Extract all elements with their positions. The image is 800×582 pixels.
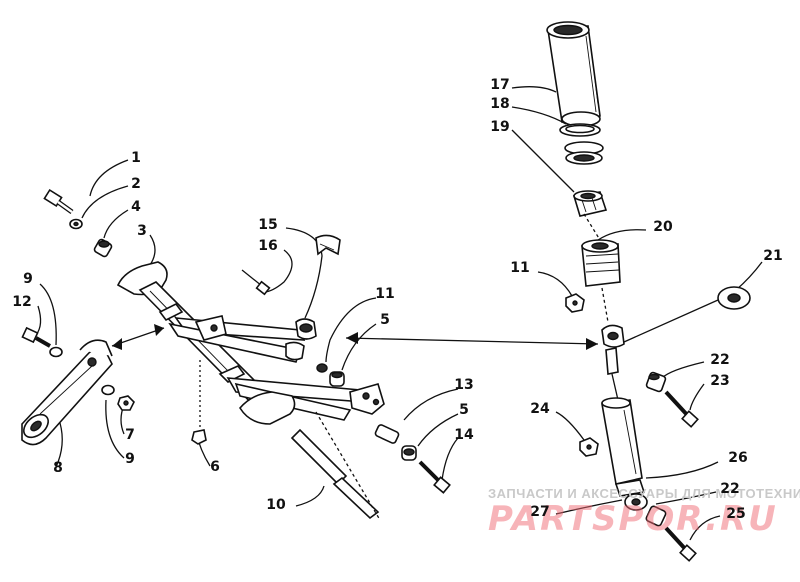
callout-part-16: 16 [258,238,277,254]
bushing-part-4 [93,238,113,258]
washer-part-21 [717,286,751,310]
nut-part-7 [117,395,135,411]
nut-part-11 [316,363,328,373]
watermark-brand: PARTSPOR.RU [488,499,778,539]
a-arm-frame-part-3 [116,261,385,425]
spacer-part-22 [645,371,667,393]
shock-absorber-assembly [546,21,751,562]
dust-boot-part-17 [546,21,601,127]
washer-part-9 [49,346,63,358]
callout-part-13: 13 [454,377,473,393]
part-callouts: 1243912897615161151351410171819201121222… [12,77,782,522]
callout-part-22: 22 [720,481,739,497]
callout-part-22: 22 [710,352,729,368]
bolt-part-23 [664,390,699,428]
callout-part-26: 26 [728,450,747,466]
watermark-tagline: ЗАПЧАСТИ И АКСЕССУАРЫ ДЛЯ МОТОТЕХНИКИ [488,486,800,501]
callout-part-18: 18 [490,96,509,112]
callout-part-4: 4 [131,199,141,215]
callout-part-11: 11 [375,286,394,302]
bolt-part-14 [418,460,451,494]
callout-part-2: 2 [131,176,141,192]
shock-lower-eye [624,493,648,511]
bushing-part-5-lower [401,445,417,461]
bolt-part-12 [21,326,51,348]
callout-part-7: 7 [125,427,135,443]
callout-part-15: 15 [258,217,277,233]
shaft-part-10 [290,411,381,521]
spacer-part-22-lower [645,505,667,527]
assembly-arrow-left [111,324,165,350]
callout-part-12: 12 [12,294,31,310]
bolt-part-25 [664,526,697,562]
clamp-part-15 [315,234,341,256]
callout-part-11: 11 [510,260,529,276]
spindle-part-8 [21,339,113,446]
callout-part-20: 20 [653,219,673,235]
callout-part-3: 3 [137,223,147,239]
a-arm-assembly [21,188,451,521]
callout-part-1: 1 [131,150,141,166]
callout-part-23: 23 [710,373,729,389]
callout-part-6: 6 [210,459,220,475]
callout-part-9: 9 [23,271,33,287]
callout-part-25: 25 [726,506,745,522]
callout-part-19: 19 [490,119,509,135]
nut-part-24 [579,437,599,457]
grease-fitting-part-16 [241,269,271,296]
callout-part-17: 17 [490,77,509,93]
callout-part-5: 5 [459,402,469,418]
callout-part-5: 5 [380,312,390,328]
adjuster-nut [572,190,608,217]
watermark: ЗАПЧАСТИ И АКСЕССУАРЫ ДЛЯ МОТОТЕХНИКИ PA… [488,486,800,539]
shock-body-part-26 [601,397,646,497]
callout-part-9: 9 [125,451,135,467]
bushing-part-13 [374,424,400,444]
callout-part-27: 27 [530,504,549,520]
nut-part-11-right [565,293,585,313]
bushing-part-5 [329,371,345,387]
callout-part-10: 10 [266,497,286,513]
bolt-part-1 [43,188,74,215]
fitting-part-6 [191,360,207,445]
washer-part-9-lower [101,384,115,396]
assembly-arrow-right [345,332,599,350]
spring-seat-part-19 [564,141,604,165]
bump-stop-part-20 [581,239,621,287]
callout-part-14: 14 [454,427,474,443]
leader-lines [35,86,763,541]
shock-upper-eye [601,324,625,375]
callout-part-8: 8 [53,460,63,476]
callout-part-24: 24 [530,401,550,417]
callout-part-21: 21 [763,248,782,264]
